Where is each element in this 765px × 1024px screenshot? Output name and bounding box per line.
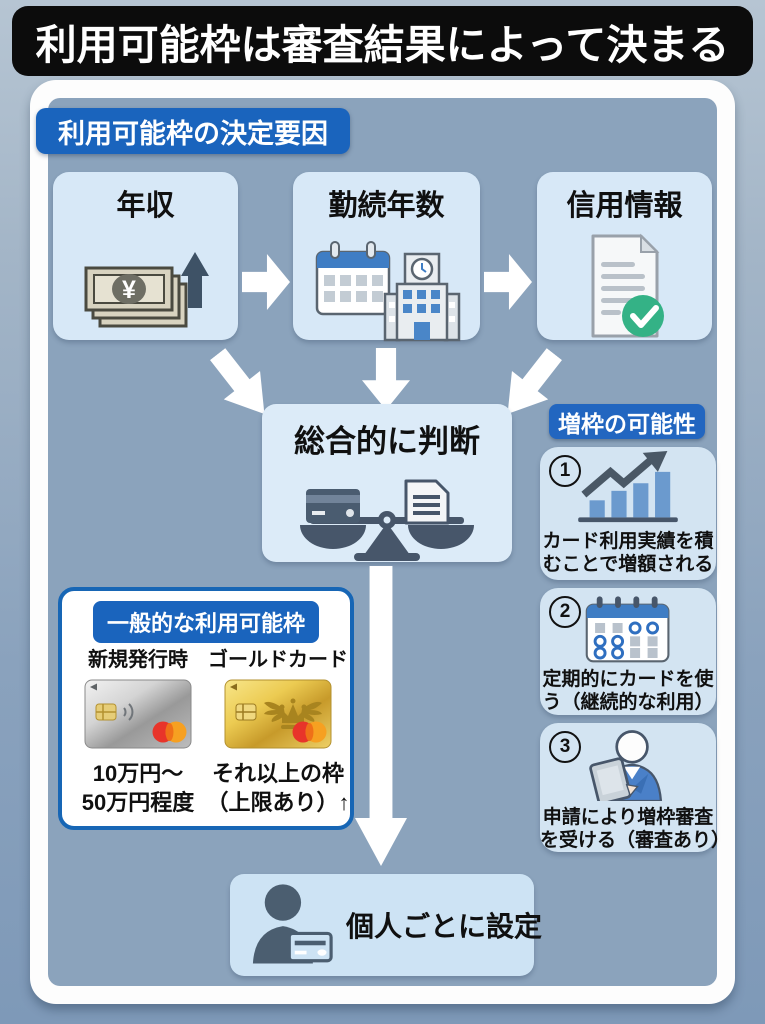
new-card-header: 新規発行時 <box>88 649 188 671</box>
circled-number-2: 2 <box>549 596 581 628</box>
general-limit-badge-label: 一般的な利用可能枠 <box>106 611 306 636</box>
person-card-icon <box>242 878 342 973</box>
factor-box-credit: 信用情報 <box>537 172 712 340</box>
increase-item-1-line2: むことで増額される <box>542 554 714 576</box>
person-tablet-icon <box>540 727 716 806</box>
gold-card <box>204 679 352 754</box>
yen-symbol: ¥ <box>122 276 136 304</box>
factor-tenure-label: 勤続年数 <box>328 190 445 222</box>
general-column-new: 新規発行時 <box>72 643 204 817</box>
factor-credit-label: 信用情報 <box>566 190 683 222</box>
calendar-building-icon <box>293 224 480 342</box>
money-banknotes-icon: ¥ <box>53 224 238 342</box>
judgement-label: 総合的に判断 <box>294 424 480 459</box>
factor-income-label: 年収 <box>116 190 175 222</box>
general-column-gold: ゴールドカード <box>204 643 352 817</box>
page-title: 利用可能枠は審査結果によって決まる <box>35 22 730 68</box>
section-badge: 利用可能枠の決定要因 <box>36 108 350 154</box>
balance-scale-icon <box>262 461 512 566</box>
personal-setting-label: 個人ごとに設定 <box>346 911 543 942</box>
general-limit-badge: 一般的な利用可能枠 <box>92 601 320 643</box>
title-banner: 利用可能枠は審査結果によって決まる <box>12 6 753 76</box>
circled-number-1: 1 <box>549 455 581 487</box>
judgement-box: 総合的に判断 <box>262 404 512 562</box>
section-badge-label: 利用可能枠の決定要因 <box>58 118 328 149</box>
increase-item-3-line1: 申請により増枠審査 <box>542 807 714 828</box>
factor-box-income: 年収 ¥ <box>53 172 238 340</box>
increase-badge-label: 増枠の可能性 <box>558 410 696 437</box>
personal-setting-box: 個人ごとに設定 <box>230 874 542 976</box>
increase-item-3: 3 申請により増枠審査 を受ける（審査あり） <box>540 723 731 852</box>
increase-item-2-line1: 定期的にカードを使 <box>542 669 714 690</box>
gold-card-limit-line2: （上限あり）↑ <box>206 789 350 815</box>
silver-card <box>72 679 204 754</box>
gold-card-limit-line1: それ以上の枠 <box>211 761 344 786</box>
increase-item-2: 2 定期的にカードを使 う（継続的な利用） <box>540 588 716 715</box>
calendar-icon <box>540 593 716 668</box>
increase-badge: 増枠の可能性 <box>549 404 705 439</box>
increase-item-1: 1 カード利用実績を積 むことで増額される <box>540 447 716 580</box>
circled-number-3: 3 <box>549 731 581 763</box>
increase-item-2-line2: う（継続的な利用） <box>542 692 714 714</box>
factor-box-tenure: 勤続年数 <box>293 172 480 342</box>
increase-item-1-line1: カード利用実績を積 <box>542 531 714 552</box>
document-check-icon <box>537 224 712 342</box>
general-limit-box: 一般的な利用可能枠 新規発行時 <box>58 587 354 830</box>
new-card-limit-line2: 50万円程度 <box>81 789 195 815</box>
increase-item-3-line2: を受ける（審査あり） <box>540 830 731 852</box>
new-card-limit-line1: 10万円〜 <box>92 761 184 786</box>
gold-card-header: ゴールドカード <box>208 649 348 671</box>
bar-chart-growth-icon <box>540 451 716 530</box>
